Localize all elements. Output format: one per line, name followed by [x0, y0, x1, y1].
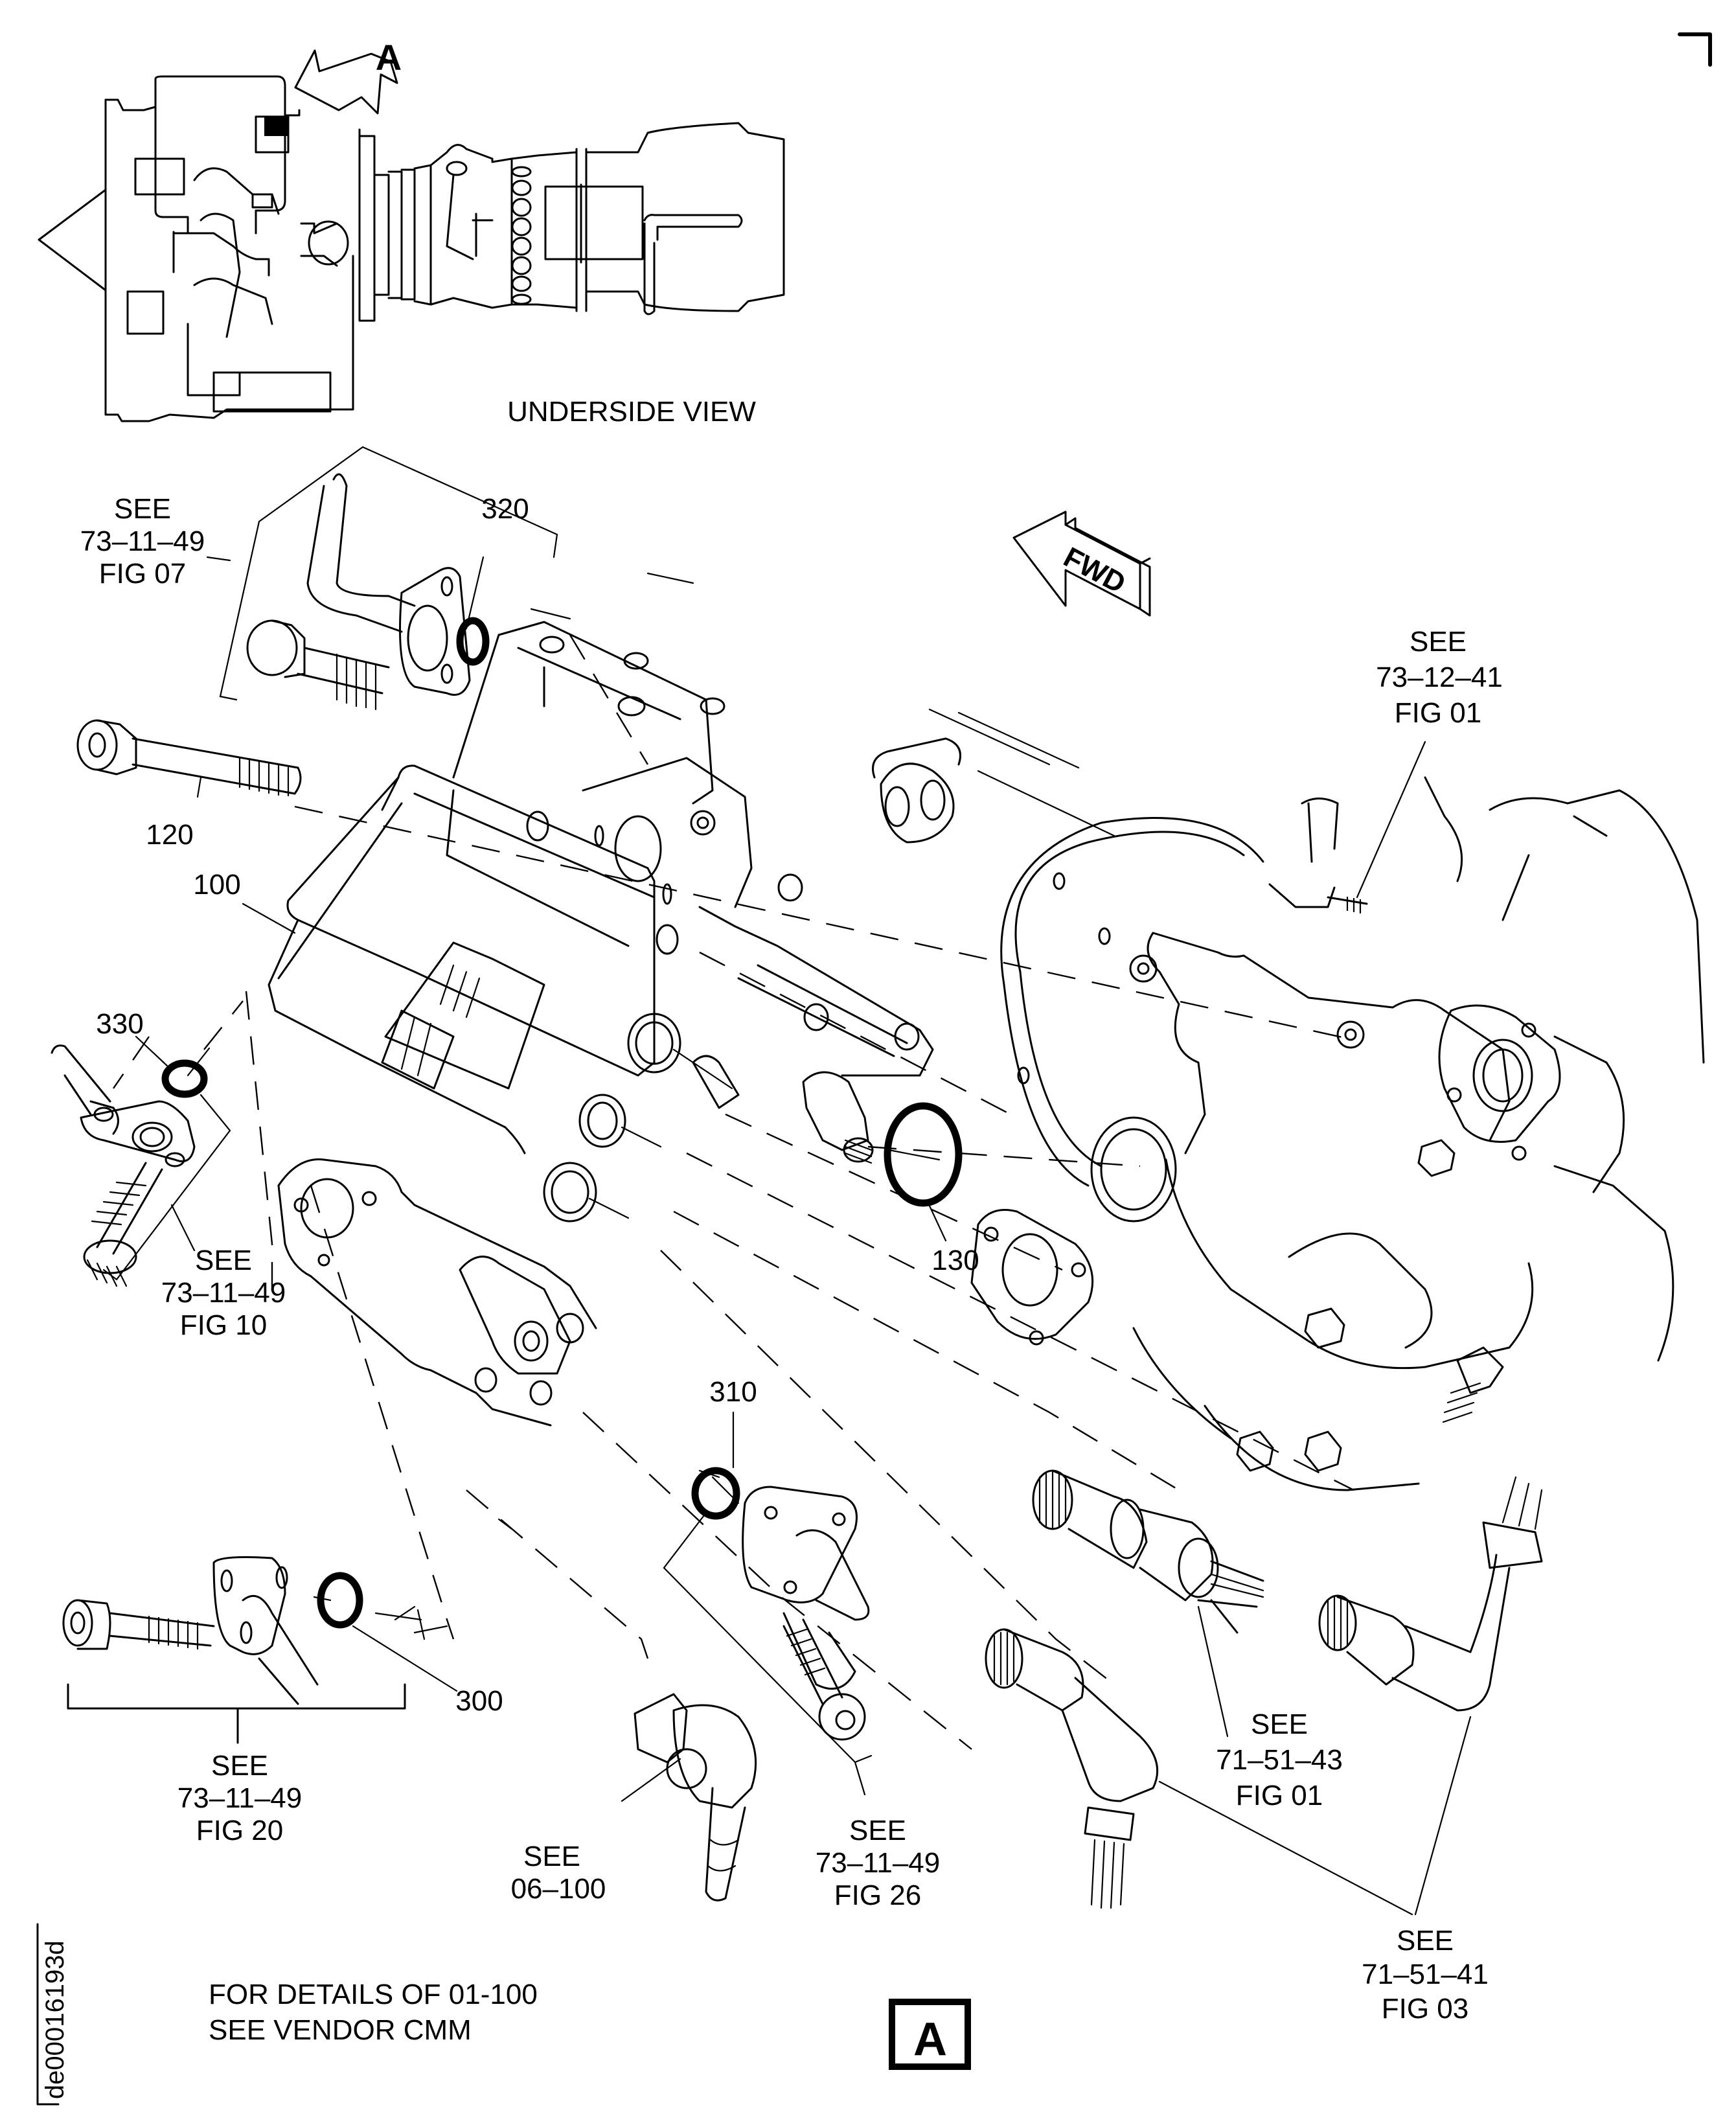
leader-71-51-43 [1197, 1605, 1229, 1738]
ref-fig20-see: SEE [211, 1750, 268, 1782]
fwd-label: FWD [1058, 541, 1130, 599]
ref-fig10-number: 73–11–49 [161, 1277, 286, 1309]
ref-73-12-41-number: 73–12–41 [1376, 661, 1503, 693]
seal-ring-300 [317, 1572, 363, 1629]
ref-fig07-number: 73–11–49 [80, 525, 205, 557]
leader-100 [242, 902, 296, 934]
seal-ring-330 [161, 1059, 208, 1098]
ref-fig07-label: SEE 73–11–49 FIG 07 [80, 493, 205, 590]
ref-fig10-label: SEE 73–11–49 FIG 10 [161, 1245, 286, 1341]
ref-fig10-see: SEE [195, 1245, 252, 1276]
flange-fig26-group [663, 1411, 873, 1796]
highlight-location-marker [264, 117, 288, 136]
note-line-2: SEE VENDOR CMM [209, 2014, 472, 2046]
item-label-310: 310 [709, 1376, 757, 1408]
ref-71-51-43-see: SEE [1251, 1708, 1308, 1740]
ref-fig20-label: SEE 73–11–49 FIG 20 [177, 1750, 303, 1846]
forward-direction-arrow: FWD [1012, 511, 1151, 617]
harness-connector-71-51-43 [1032, 1469, 1264, 1634]
combustor-holes [511, 166, 532, 305]
seal-ring-320 [456, 617, 490, 666]
fuel-control-unit-100 [268, 621, 934, 1427]
ref-06-100-label: SEE 06–100 [511, 1841, 606, 1905]
ref-73-12-41-see: SEE [1410, 626, 1467, 658]
ref-fig20-figure: FIG 20 [196, 1815, 284, 1846]
seal-ring-310 [691, 1467, 740, 1520]
view-a-letter: A [376, 37, 402, 78]
item-label-130: 130 [931, 1245, 979, 1276]
assembly-centerlines [113, 572, 1426, 1750]
leader-130 [927, 1202, 947, 1242]
corner-crop-mark [1678, 32, 1712, 67]
ref-71-51-41-figure: FIG 03 [1382, 1993, 1469, 2025]
accessory-gearbox-housing [872, 708, 1705, 1491]
figure-id-text: de00016193d [41, 1940, 69, 2099]
electrical-receptacles [543, 1013, 740, 1223]
item-label-320: 320 [481, 493, 529, 525]
fitting-fig10-group [51, 1035, 231, 1287]
figure-id-tag: de00016193d [36, 1923, 69, 2106]
ref-fig26-figure: FIG 26 [834, 1879, 922, 1911]
item-label-100: 100 [193, 869, 240, 901]
item-label-300: 300 [455, 1685, 503, 1717]
engine-underside-view [38, 75, 785, 422]
fuel-tube-fig07-group [206, 446, 571, 711]
ref-73-12-41-label: SEE 73–12–41 FIG 01 [1376, 626, 1503, 729]
ref-fig07-see: SEE [114, 493, 171, 525]
bolt-120 [76, 719, 302, 798]
view-key-letter: A [913, 2014, 947, 2065]
ref-fig26-number: 73–11–49 [816, 1847, 941, 1879]
ref-71-51-41-label: SEE 71–51–41 FIG 03 [1362, 1925, 1489, 2025]
note-line-1: FOR DETAILS OF 01-100 [209, 1979, 538, 2010]
ref-fig10-figure: FIG 10 [180, 1309, 268, 1341]
item-label-330: 330 [96, 1008, 143, 1040]
ref-71-51-43-number: 71–51–43 [1216, 1744, 1343, 1776]
harness-connector-71-51-41-b [985, 1628, 1159, 1909]
underside-view-label: UNDERSIDE VIEW [507, 396, 756, 428]
ref-06-100-number: 06–100 [511, 1873, 606, 1905]
ref-71-51-41-number: 71–51–41 [1362, 1958, 1489, 1990]
ref-71-51-43-figure: FIG 01 [1236, 1780, 1323, 1811]
ref-fig26-see: SEE [849, 1815, 906, 1846]
view-a-callout: A [294, 37, 402, 115]
ref-71-51-43-label: SEE 71–51–43 FIG 01 [1216, 1708, 1343, 1811]
ref-fig07-figure: FIG 07 [99, 558, 187, 590]
packing-ring-130 [884, 1102, 963, 1207]
leader-71-51-41 [1158, 1716, 1472, 1916]
ref-06-100-see: SEE [523, 1841, 580, 1872]
view-key-box: A [889, 1999, 971, 2070]
ref-73-12-41-figure: FIG 01 [1395, 697, 1482, 729]
ref-fig26-label: SEE 73–11–49 FIG 26 [816, 1815, 941, 1911]
elbow-fitting-06-100 [621, 1693, 757, 1901]
fitting-fig20-group [62, 1556, 458, 1744]
hex-bolt-heads [526, 636, 920, 1051]
ref-71-51-41-see: SEE [1397, 1925, 1454, 1957]
vendor-cmm-note: FOR DETAILS OF 01-100 SEE VENDOR CMM [209, 1979, 538, 2046]
item-label-120: 120 [146, 819, 193, 851]
harness-connector-71-51-41-a [1318, 1476, 1543, 1712]
ref-fig20-number: 73–11–49 [177, 1782, 303, 1814]
